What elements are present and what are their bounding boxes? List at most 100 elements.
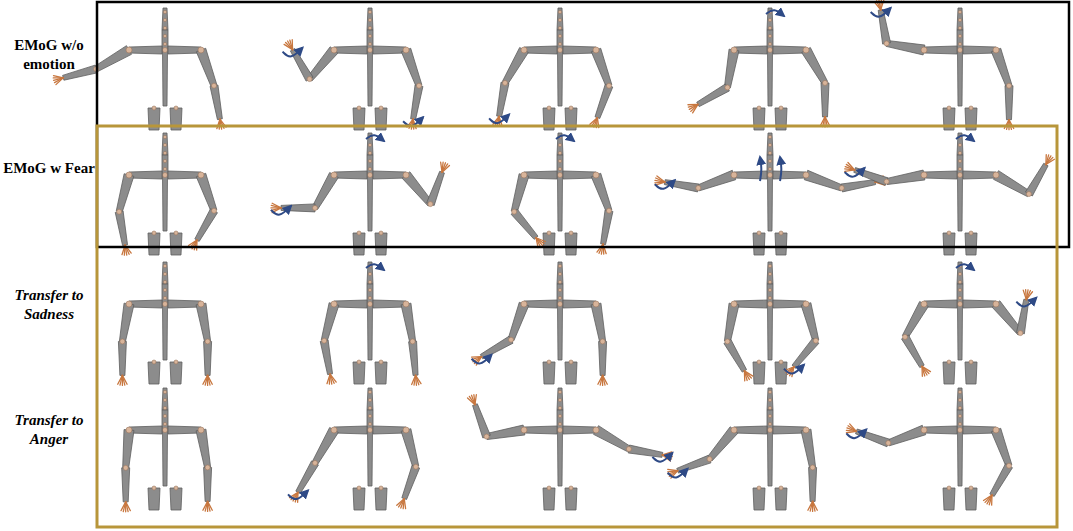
joint [558, 42, 561, 45]
skeleton [468, 388, 673, 510]
joint [368, 42, 371, 45]
bone [601, 210, 613, 245]
bone [196, 173, 217, 211]
joint [416, 83, 421, 88]
bone [957, 155, 963, 175]
joint [331, 172, 337, 178]
bone [809, 467, 817, 501]
bone [557, 284, 563, 304]
joint [707, 457, 712, 462]
row-label: Transfer to Anger [2, 411, 96, 449]
joint [163, 26, 166, 29]
leg [170, 488, 182, 510]
motion-arrow [760, 157, 761, 181]
joint [558, 264, 561, 267]
joint [1018, 331, 1023, 336]
finger [120, 375, 122, 385]
bone [123, 430, 134, 469]
bone [557, 8, 563, 30]
motion-arrow [846, 429, 866, 438]
finger [416, 375, 421, 383]
joint [810, 465, 815, 470]
bone [801, 303, 819, 342]
joint [558, 48, 563, 53]
bone [963, 426, 996, 434]
joint [368, 18, 371, 21]
leg [353, 233, 365, 255]
joint [768, 302, 773, 307]
bone [767, 155, 773, 175]
joint [969, 231, 973, 235]
joint [313, 460, 318, 465]
joint [163, 143, 166, 146]
bone [958, 304, 963, 360]
bone [767, 410, 773, 430]
joint [368, 302, 373, 307]
joint [569, 231, 573, 235]
bone [563, 300, 596, 308]
bone [557, 410, 563, 430]
joint [803, 47, 809, 53]
finger [847, 428, 856, 431]
skeleton [902, 262, 1037, 384]
joint [947, 486, 951, 490]
joint [368, 34, 371, 37]
joint [558, 272, 561, 275]
joint [958, 398, 961, 401]
finger [495, 116, 499, 125]
bone [480, 336, 513, 359]
leg [753, 488, 765, 510]
bone [958, 50, 963, 106]
bone [162, 284, 168, 304]
joint [379, 360, 383, 364]
joint [768, 422, 771, 425]
joint [368, 406, 371, 409]
bone [773, 171, 806, 179]
joint [768, 159, 771, 162]
bone [841, 180, 876, 192]
leg [543, 362, 555, 384]
bone [767, 262, 773, 284]
joint [993, 172, 999, 178]
joint [379, 231, 383, 235]
joint [958, 280, 961, 283]
joint [757, 106, 761, 110]
joint [884, 179, 889, 184]
leg [565, 362, 577, 384]
skeleton [846, 388, 1012, 510]
joint [768, 151, 771, 154]
joint [521, 47, 527, 53]
bone [558, 430, 563, 486]
joint [558, 18, 561, 21]
skeleton [871, 0, 1014, 130]
joint [947, 106, 951, 110]
joint [958, 390, 961, 393]
bone [963, 171, 996, 179]
motion-arrow [766, 10, 784, 16]
joint [558, 26, 561, 29]
bone [594, 426, 631, 452]
bone [958, 430, 963, 486]
skeleton [115, 133, 217, 255]
joint [163, 390, 166, 393]
joint [593, 301, 599, 307]
joint [163, 42, 166, 45]
joint [569, 360, 573, 364]
motion-arrow [366, 264, 384, 270]
bone [957, 388, 963, 410]
bone [367, 8, 373, 30]
joint [313, 205, 318, 210]
joint [958, 272, 961, 275]
bone [767, 388, 773, 410]
bone [196, 48, 217, 86]
motion-arrow [366, 135, 384, 141]
finger [808, 501, 813, 510]
joint [163, 151, 166, 154]
joint [403, 172, 409, 178]
bone [196, 429, 210, 468]
joint [768, 34, 771, 37]
joint [768, 288, 771, 291]
bone [129, 171, 162, 179]
joint [198, 301, 204, 307]
bone [724, 49, 738, 88]
